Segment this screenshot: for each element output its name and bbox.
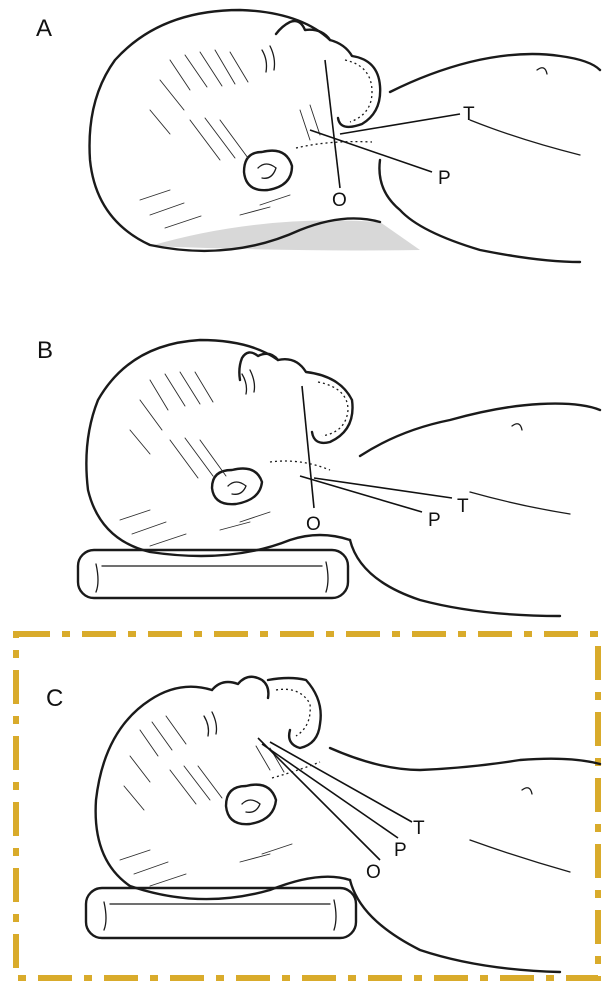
panel-a-mouth-dotted [345, 60, 372, 122]
panel-c-label-p: P [394, 840, 407, 861]
panel-b-pharyngeal-axis-line [300, 476, 422, 512]
panel-c-face-profile [212, 677, 321, 748]
panel-a-chest [390, 54, 600, 92]
panel-b-chest [360, 404, 600, 456]
panel-a-face-profile [276, 21, 380, 127]
panel-a-ear [244, 151, 292, 191]
panel-a-label-t: T [463, 104, 475, 125]
panel-b-nipple [512, 424, 522, 430]
panel-b-face-profile [239, 352, 352, 442]
panel-b-oral-axis-line [302, 386, 314, 508]
panel-c-mouth-dotted [276, 689, 310, 736]
panel-b-dotted-guide [270, 461, 330, 470]
panel-b-hair-hatching [120, 372, 270, 546]
panel-a-label: A [36, 15, 52, 42]
panel-c-tracheal-axis-line [270, 742, 412, 822]
panel-a-hair-hatching [140, 50, 320, 228]
panel-c-label-o: O [366, 862, 381, 883]
panel-b: B O P T [37, 337, 600, 616]
panel-c-nipple [522, 788, 532, 794]
panel-a-nipple [537, 68, 547, 74]
panel-a-tracheal-axis-line [340, 114, 460, 134]
panel-c: C O P T [16, 634, 600, 978]
panel-a-ear-inner [258, 164, 276, 178]
panel-b-ear-inner [228, 482, 246, 494]
panel-a-pharyngeal-axis-line [310, 130, 432, 172]
panel-c-label: C [46, 685, 63, 712]
panel-b-pillow [78, 550, 348, 598]
panel-a-arm-line [470, 120, 580, 155]
panel-a-oral-axis-line [325, 60, 340, 188]
panel-c-pillow [86, 888, 356, 938]
panel-c-ear [226, 785, 276, 825]
panel-b-eye [242, 370, 255, 394]
panel-b-label-p: P [428, 510, 441, 531]
panel-c-chest [330, 748, 600, 770]
panel-a-head [90, 10, 380, 251]
panel-b-label-t: T [457, 496, 469, 517]
panel-b-mouth-dotted [318, 382, 348, 436]
panel-b-arm-line [470, 492, 570, 514]
panel-c-label-t: T [413, 818, 425, 839]
panel-c-eye [204, 712, 217, 736]
panel-b-tracheal-axis-line [314, 478, 452, 498]
panel-a-eye [262, 46, 275, 72]
panel-b-neck [350, 540, 560, 616]
panel-a-label-o: O [332, 190, 347, 211]
panel-b-ear [212, 469, 262, 505]
panel-a-label-p: P [438, 168, 451, 189]
panel-c-hair-hatching [120, 716, 292, 886]
panel-c-neck [350, 880, 560, 972]
panel-b-label-o: O [306, 514, 321, 535]
panel-c-ear-inner [242, 800, 260, 812]
panel-b-label: B [37, 337, 53, 364]
panel-c-arm-line [470, 840, 570, 872]
panel-c-pharyngeal-axis-line [262, 744, 398, 838]
panel-a: A O P T [36, 10, 600, 262]
